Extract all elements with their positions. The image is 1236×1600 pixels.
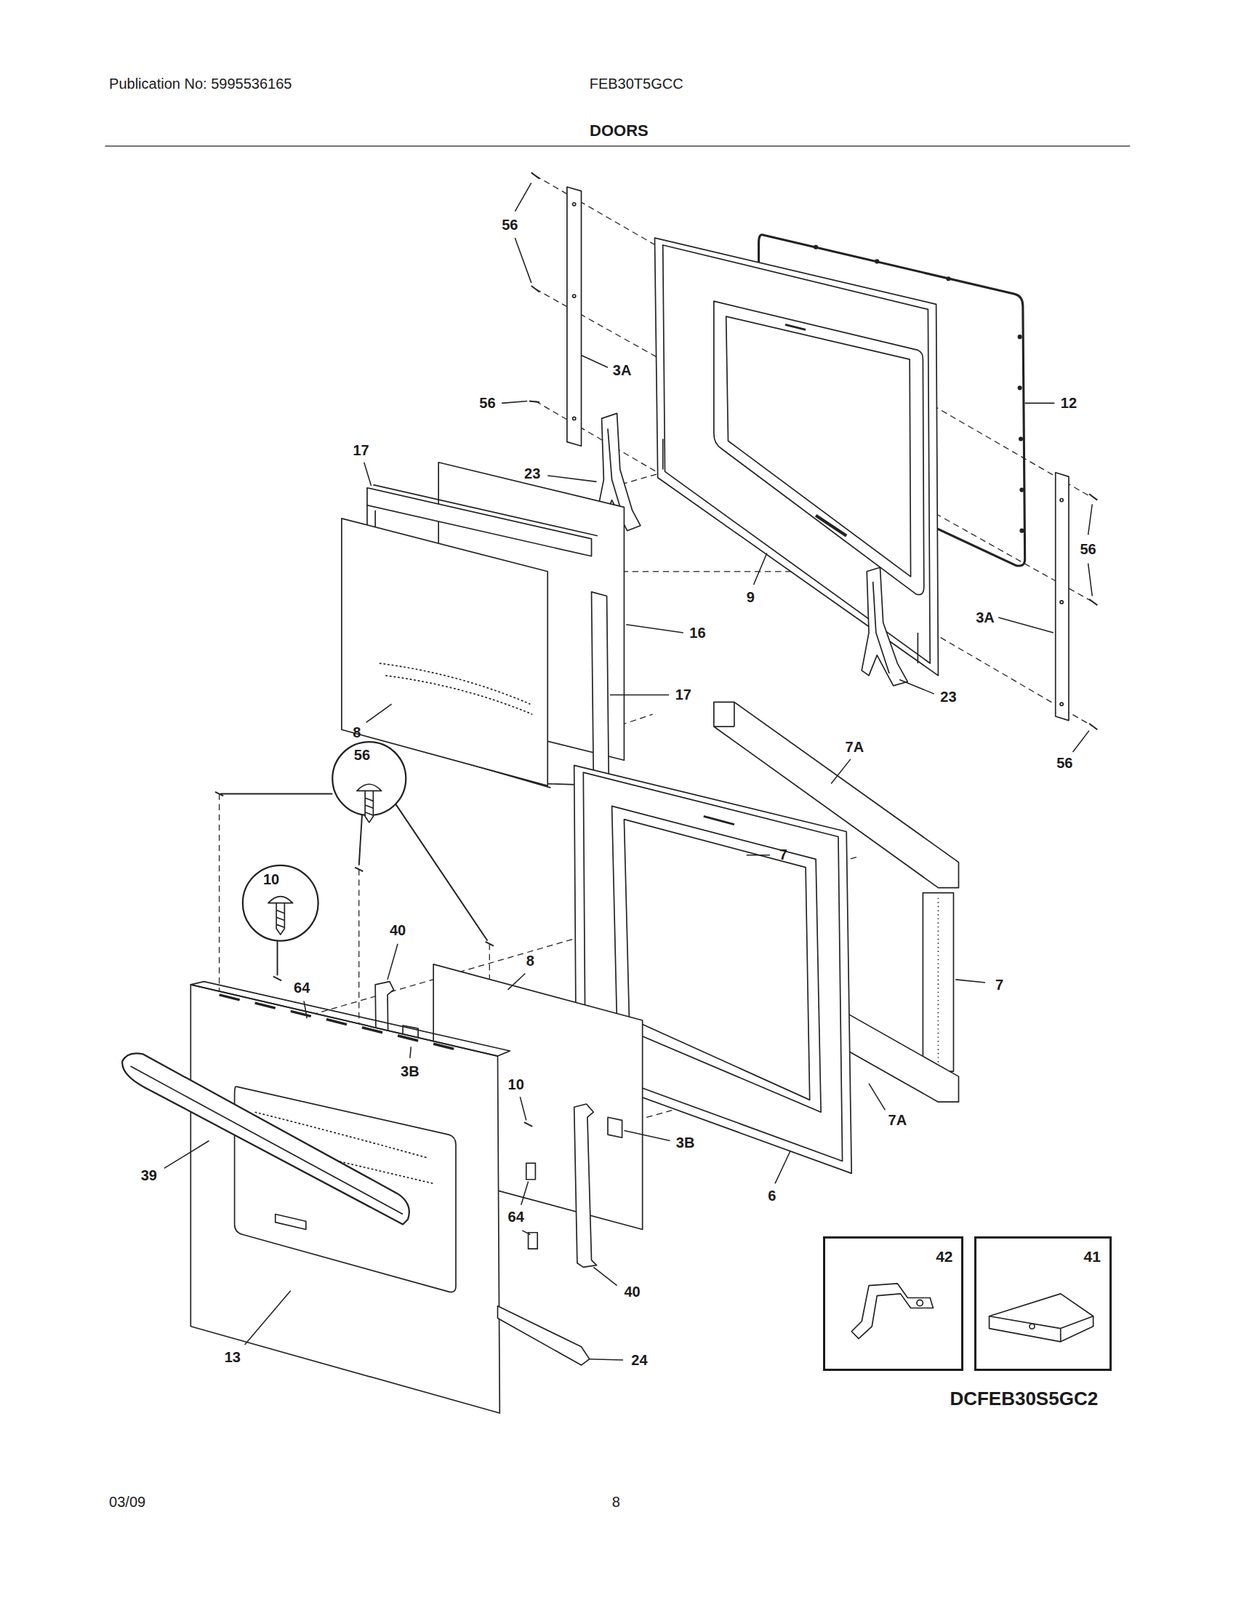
page-note: Publication No: 5995536165 [109,76,292,91]
callout-number: 40 [389,922,406,938]
callout-number: 64 [293,980,310,995]
callout-number: 10 [263,871,280,887]
callout-number: 8 [526,953,535,968]
callout-number: 12 [1060,395,1077,411]
inset-box: 41 [974,1236,1112,1371]
callout-number: 17 [675,687,692,702]
page-note: 8 [612,1494,621,1509]
callout-number: 7 [779,847,788,862]
callout-number: 8 [352,724,361,740]
callout-number: 24 [631,1352,648,1367]
callout-number: 56 [1056,755,1073,770]
callout-number: 56 [1079,541,1096,557]
page-note: FEB30T5GCC [589,76,684,91]
callout-number: 23 [524,466,541,481]
callout-number: 41 [1084,1248,1101,1264]
callout-number: 13 [224,1349,241,1364]
callout-number: 10 [508,1076,525,1092]
callout-number: 7A [888,1112,908,1127]
callout-number: 7 [995,977,1004,992]
callout-number: 3A [975,610,995,625]
callout-number: 56 [501,217,518,232]
callout-number: 6 [767,1188,776,1203]
section-title: DOORS [589,122,649,139]
callout-number: 23 [940,689,957,704]
callout-number: 39 [141,1167,158,1183]
callout-number: 7A [845,739,865,754]
callout-number: 3B [400,1063,420,1079]
callout-number: 40 [624,1283,641,1299]
callout-number: 56 [354,747,371,762]
callout-number: 64 [508,1209,525,1224]
inset-box: 42 [823,1236,965,1371]
page-note: 03/09 [109,1494,146,1509]
callout-number: 9 [746,589,755,605]
page-note: DCFEB30S5GC2 [949,1388,1098,1408]
callout-number: 42 [935,1248,953,1264]
callout-number: 17 [352,442,369,458]
callout-number: 16 [689,625,706,640]
callout-number: 3B [676,1134,696,1150]
callout-number: 56 [479,395,496,411]
callout-number: 3A [612,362,632,378]
